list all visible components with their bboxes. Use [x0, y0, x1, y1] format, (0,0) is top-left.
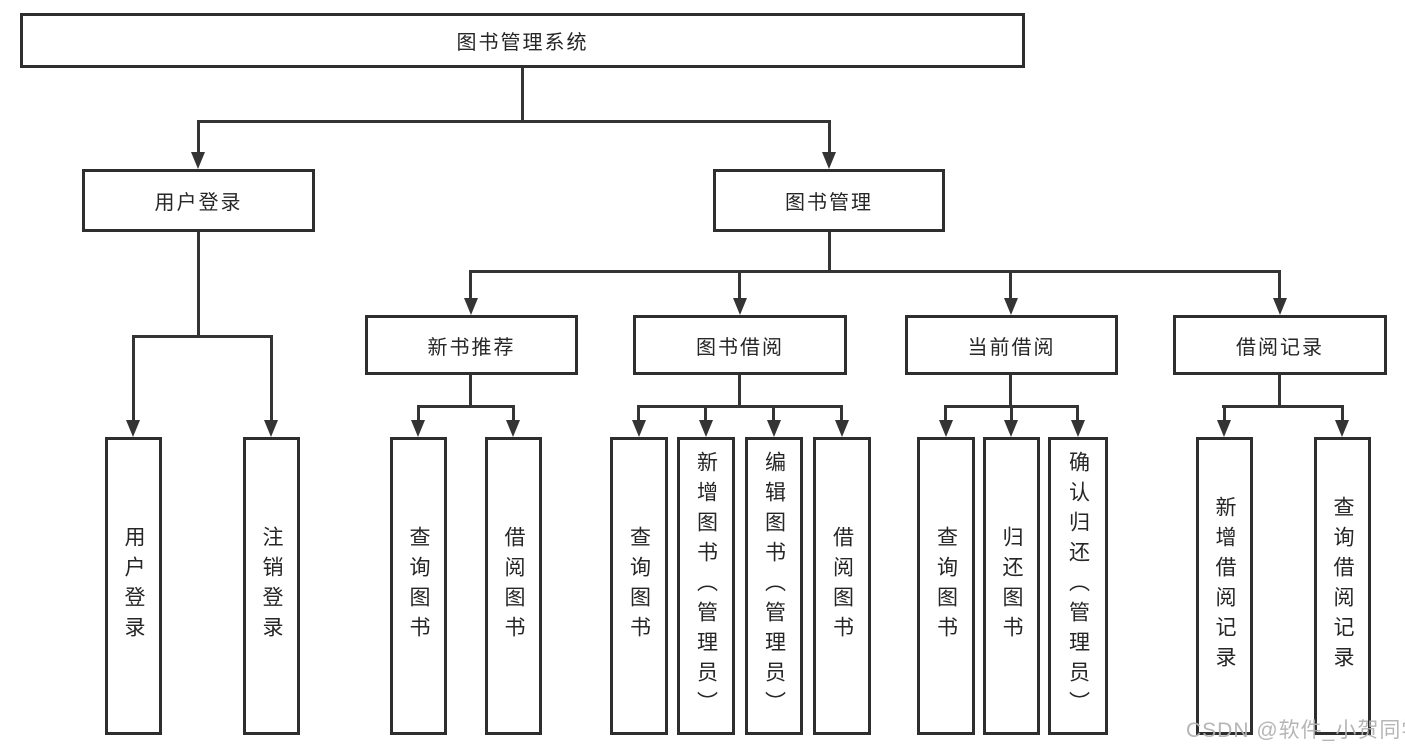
- node-leaf-logout: 注销登录: [243, 437, 300, 735]
- edge-user-login-trunk-vline: [197, 232, 200, 337]
- node-current-borrow: 当前借阅: [905, 315, 1118, 375]
- node-user-login-label: 用户登录: [154, 192, 243, 214]
- edge-stem-leaf-query-book-3: [944, 405, 947, 421]
- edge-stem-user-login: [197, 120, 200, 154]
- edge-stem-current-borrow: [1009, 270, 1012, 300]
- node-leaf-query-book-2-label: 查询图书: [627, 526, 651, 646]
- edge-book-borrow-branch-hline: [637, 405, 843, 408]
- edge-user-login-branch-hline: [132, 335, 273, 338]
- node-leaf-query-borrow-record-label: 查询借阅记录: [1331, 496, 1354, 676]
- node-borrow-record-label: 借阅记录: [1236, 336, 1324, 359]
- arrowhead-leaf-confirm-return-admin: [1071, 420, 1085, 437]
- node-leaf-logout-label: 注销登录: [260, 526, 283, 646]
- arrowhead-leaf-borrow-book-1: [506, 420, 520, 437]
- arrowhead-leaf-add-borrow-record: [1217, 420, 1231, 437]
- edge-borrow-record-branch-hline: [1222, 405, 1344, 408]
- node-leaf-return-book: 归还图书: [983, 437, 1040, 735]
- edge-stem-new-book-recommend: [469, 270, 472, 300]
- node-leaf-confirm-return-admin-label: 确认归还（管理员）: [1066, 451, 1090, 721]
- csdn-watermark: CSDN @软件_小贺同学: [1186, 719, 1405, 742]
- edge-stem-leaf-borrow-book-2: [840, 405, 843, 421]
- node-leaf-confirm-return-admin: 确认归还（管理员）: [1048, 437, 1108, 735]
- arrowhead-leaf-query-book-2: [632, 420, 646, 437]
- arrowhead-borrow-record: [1273, 298, 1287, 315]
- edge-book-borrow-trunk-vline: [738, 375, 741, 406]
- arrowhead-current-borrow: [1004, 298, 1018, 315]
- node-leaf-query-book-1: 查询图书: [390, 437, 447, 735]
- edge-stem-leaf-query-borrow-record: [1341, 405, 1344, 421]
- node-user-login: 用户登录: [82, 169, 315, 232]
- node-leaf-add-borrow-record: 新增借阅记录: [1196, 437, 1253, 735]
- edge-stem-borrow-record: [1278, 270, 1281, 300]
- node-leaf-edit-book-admin: 编辑图书（管理员）: [745, 437, 803, 735]
- edge-stem-leaf-add-book-admin: [704, 405, 707, 421]
- node-book-borrow: 图书借阅: [633, 315, 847, 375]
- node-root: 图书管理系统: [20, 13, 1025, 68]
- edge-new-book-recommend-branch-hline: [417, 405, 515, 408]
- node-leaf-return-book-label: 归还图书: [1000, 526, 1023, 646]
- arrowhead-new-book-recommend: [464, 298, 478, 315]
- node-leaf-user-login: 用户登录: [105, 437, 162, 735]
- node-leaf-add-book-admin-label: 新增图书（管理员）: [694, 451, 718, 721]
- edge-new-book-recommend-trunk-vline: [469, 375, 472, 406]
- node-leaf-query-book-3: 查询图书: [917, 437, 975, 735]
- node-book-management: 图书管理: [713, 169, 945, 232]
- edge-stem-leaf-borrow-book-1: [512, 405, 515, 421]
- edge-stem-leaf-add-borrow-record: [1223, 405, 1226, 421]
- arrowhead-leaf-borrow-book-2: [835, 420, 849, 437]
- edge-stem-leaf-user-login: [132, 335, 135, 422]
- node-leaf-query-book-1-label: 查询图书: [407, 526, 430, 646]
- edge-stem-leaf-query-book-1: [417, 405, 420, 421]
- edge-book-management-branch-hline: [469, 270, 1281, 273]
- node-root-label: 图书管理系统: [456, 32, 589, 54]
- node-new-book-recommend-label: 新书推荐: [427, 336, 516, 359]
- node-book-borrow-label: 图书借阅: [696, 336, 784, 359]
- node-book-management-label: 图书管理: [785, 192, 873, 214]
- edge-stem-leaf-edit-book-admin: [772, 405, 775, 421]
- arrowhead-leaf-return-book: [1004, 420, 1018, 437]
- node-leaf-query-borrow-record: 查询借阅记录: [1314, 437, 1371, 735]
- edge-root-trunk-vline: [521, 68, 524, 121]
- arrowhead-leaf-add-book-admin: [699, 420, 713, 437]
- node-leaf-borrow-book-1: 借阅图书: [485, 437, 542, 735]
- arrowhead-leaf-edit-book-admin: [767, 420, 781, 437]
- node-leaf-query-book-3-label: 查询图书: [934, 526, 958, 646]
- edge-stem-leaf-query-book-2: [637, 405, 640, 421]
- arrowhead-leaf-query-book-1: [411, 420, 425, 437]
- edge-stem-leaf-logout: [270, 335, 273, 422]
- node-new-book-recommend: 新书推荐: [365, 315, 578, 375]
- node-leaf-add-book-admin: 新增图书（管理员）: [677, 437, 735, 735]
- edge-stem-leaf-confirm-return-admin: [1076, 405, 1079, 421]
- edge-borrow-record-trunk-vline: [1278, 375, 1281, 406]
- arrowhead-leaf-logout: [264, 420, 278, 437]
- edge-book-management-trunk-vline: [828, 232, 831, 272]
- edge-root-branch-hline: [197, 120, 831, 123]
- edge-stem-book-management: [828, 120, 831, 154]
- node-current-borrow-label: 当前借阅: [967, 336, 1056, 359]
- edge-stem-book-borrow: [738, 270, 741, 300]
- arrowhead-book-management: [822, 152, 836, 169]
- node-leaf-user-login-label: 用户登录: [122, 526, 145, 646]
- node-leaf-query-book-2: 查询图书: [610, 437, 668, 735]
- arrowhead-leaf-query-borrow-record: [1335, 420, 1349, 437]
- node-borrow-record: 借阅记录: [1173, 315, 1387, 375]
- node-leaf-add-borrow-record-label: 新增借阅记录: [1213, 496, 1236, 676]
- node-leaf-edit-book-admin-label: 编辑图书（管理员）: [762, 451, 786, 721]
- arrowhead-user-login: [191, 152, 205, 169]
- edge-stem-leaf-return-book: [1010, 405, 1013, 421]
- arrowhead-leaf-user-login: [126, 420, 140, 437]
- node-leaf-borrow-book-2: 借阅图书: [813, 437, 871, 735]
- node-leaf-borrow-book-2-label: 借阅图书: [830, 526, 854, 646]
- arrowhead-leaf-query-book-3: [939, 420, 953, 437]
- arrowhead-book-borrow: [733, 298, 747, 315]
- node-leaf-borrow-book-1-label: 借阅图书: [502, 526, 525, 646]
- edge-current-borrow-trunk-vline: [1009, 375, 1012, 406]
